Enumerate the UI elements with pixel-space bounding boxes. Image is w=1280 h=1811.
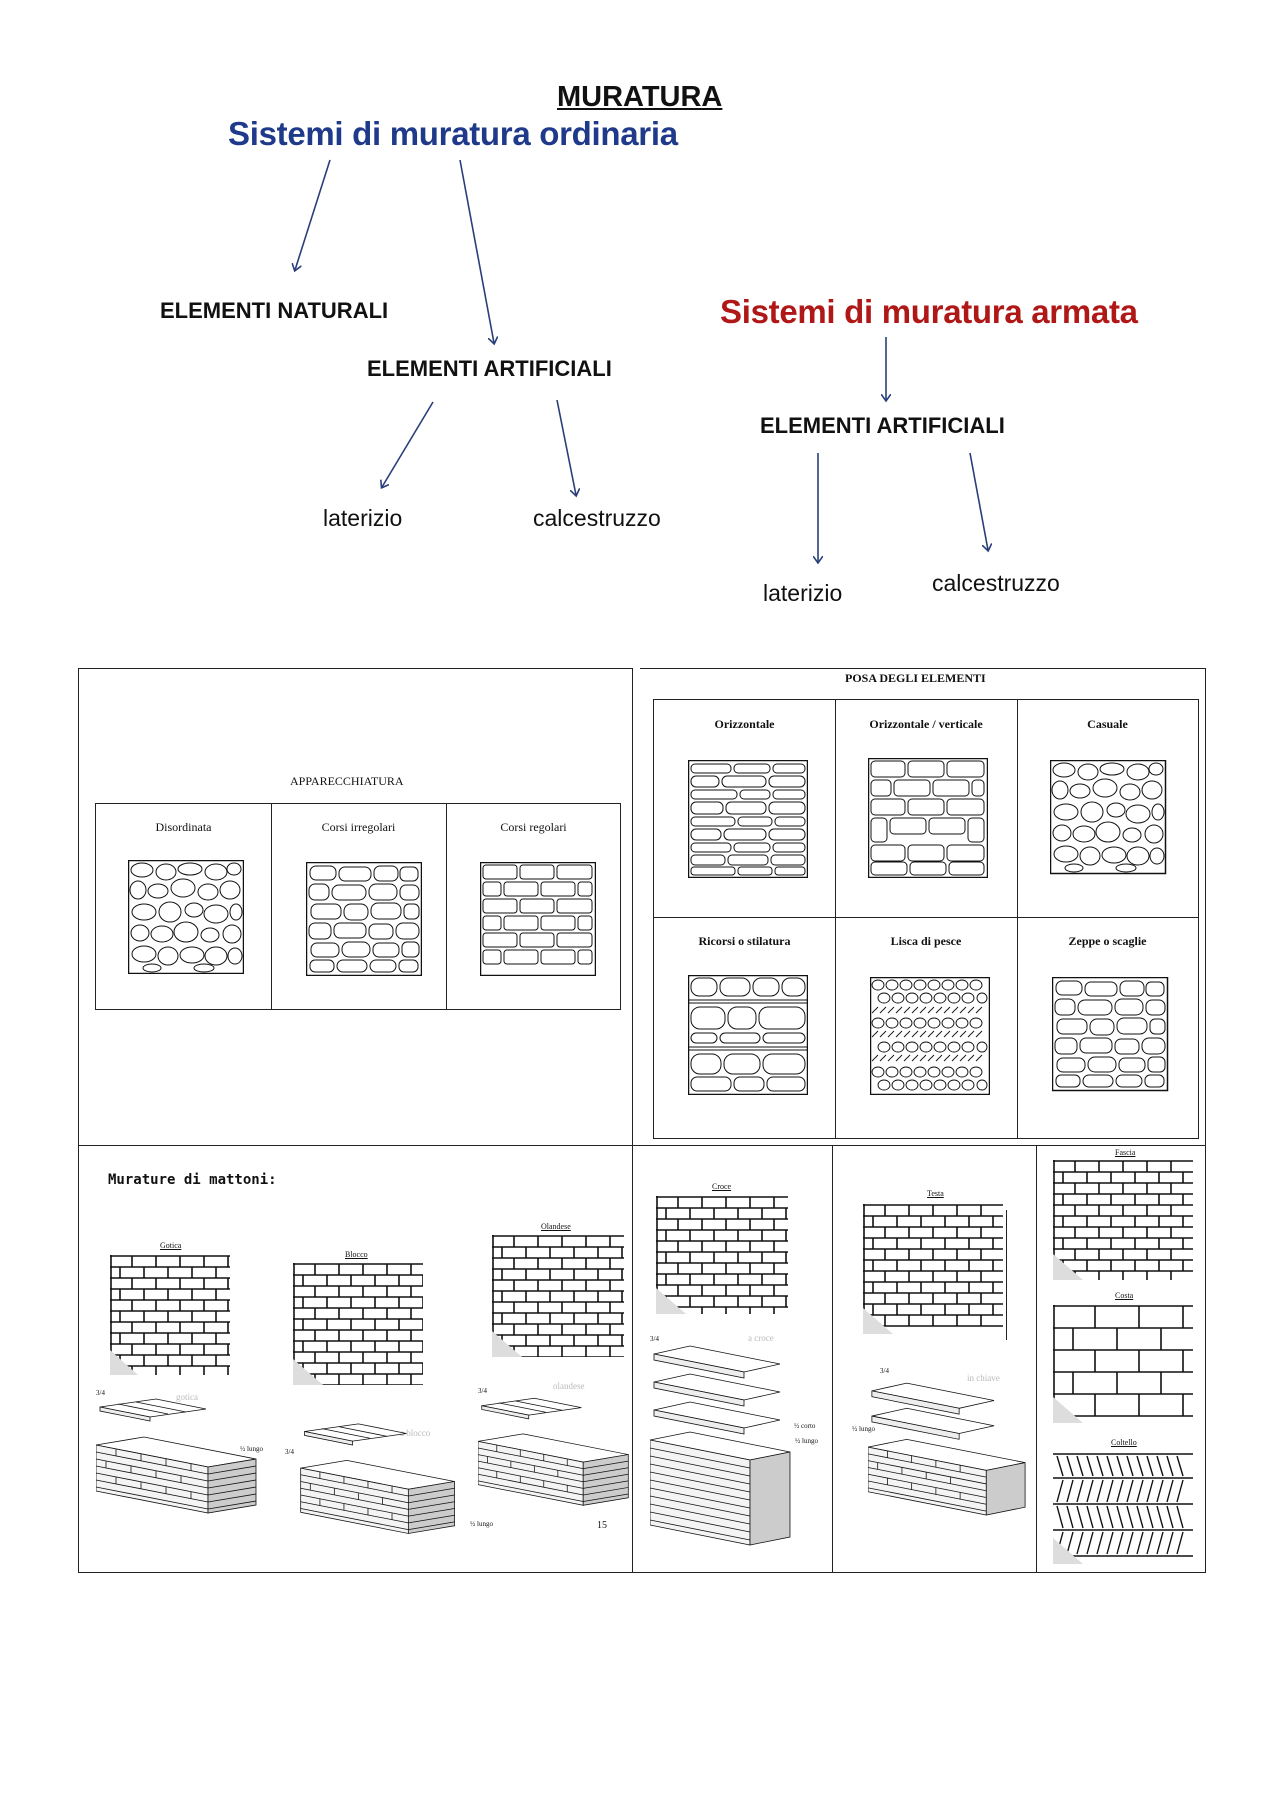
figure-top-rule-right <box>640 668 1206 669</box>
label-gotica: Gotica <box>160 1241 182 1250</box>
label-olandese: Olandese <box>541 1222 571 1231</box>
page-number: 15 <box>597 1520 607 1531</box>
stack-croce <box>650 1345 791 1546</box>
armata-laterizio-label: laterizio <box>763 580 843 606</box>
mattoni-title: Murature di mattoni: <box>108 1172 277 1188</box>
armata-artificiali-label: ELEMENTI ARTIFICIALI <box>760 413 1005 438</box>
ordinaria-calcestruzzo-label: calcestruzzo <box>533 505 661 531</box>
arrow-to-artificiali <box>459 159 494 343</box>
page-title: MURATURA <box>557 81 723 113</box>
cell-label-lisca: Lisca di pesce <box>890 934 962 948</box>
cell-label-orizzontale-verticale: Orizzontale / verticale <box>869 717 983 731</box>
apparecchiatura-table: Disordinata Corsi irregolari Corsi regol… <box>95 803 621 1010</box>
armata-calcestruzzo-label: calcestruzzo <box>932 570 1060 596</box>
cell-label-corsi-regolari: Corsi regolari <box>500 820 567 834</box>
divider-bricks-2 <box>1036 1145 1037 1573</box>
arrow-to-laterizio <box>382 401 434 487</box>
note-lungo-d: ½ lungo <box>852 1425 875 1433</box>
cell-label-corsi-irregolari: Corsi irregolari <box>321 820 396 834</box>
pattern-ricorsi <box>688 975 808 1095</box>
wall-olandese <box>492 1235 624 1357</box>
label-coltello: Coltello <box>1111 1438 1137 1447</box>
faint-croce: a croce <box>748 1333 774 1343</box>
faint-chiave: in chiave <box>967 1373 1000 1383</box>
posa-table: Orizzontale Orizzontale / verticale Casu… <box>653 699 1199 1139</box>
arrow-to-calcestruzzo <box>556 399 576 495</box>
ordinaria-laterizio-label: laterizio <box>323 505 403 531</box>
posa-title: POSA DEGLI ELEMENTI <box>845 671 986 685</box>
pattern-orizzontale-verticale <box>868 758 988 878</box>
note-lungo-a: ½ lungo <box>240 1445 263 1453</box>
wall-croce <box>656 1196 788 1314</box>
stack-olandese <box>478 1397 629 1506</box>
figure-frame <box>78 668 1206 1573</box>
note-3-4-d: 3/4 <box>650 1335 659 1343</box>
wall-costa <box>1053 1305 1193 1423</box>
stack-blocco <box>300 1423 455 1534</box>
cell-label-zeppe: Zeppe o scaglie <box>1068 934 1147 948</box>
wall-testa <box>863 1204 1003 1334</box>
label-fascia: Fascia <box>1115 1148 1136 1157</box>
pattern-orizzontale <box>688 760 808 878</box>
note-3-4-e: 3/4 <box>880 1367 889 1375</box>
horizontal-divider <box>78 1145 1206 1146</box>
stack-testa <box>868 1382 1026 1516</box>
cell-label-ricorsi: Ricorsi o stilatura <box>698 934 791 948</box>
wall-fascia <box>1053 1160 1193 1280</box>
cell-label-orizzontale: Orizzontale <box>714 717 775 731</box>
pattern-zeppe <box>1052 977 1169 1092</box>
pattern-corsi-irregolari <box>306 862 422 976</box>
apparecchiatura-title: APPARECCHIATURA <box>290 774 404 788</box>
ordinaria-heading: Sistemi di muratura ordinaria <box>228 115 678 152</box>
note-3-4-b: 3/4 <box>285 1448 294 1456</box>
faint-blocco: a blocco <box>400 1428 431 1438</box>
stack-gotica <box>96 1398 257 1514</box>
cell-label-disordinata: Disordinata <box>155 820 212 834</box>
divider-bricks-1 <box>832 1145 833 1573</box>
faint-gotica: gotica <box>176 1392 198 1402</box>
faint-olandese: olandese <box>553 1381 585 1391</box>
arrow-armata-calcestruzzo <box>969 452 988 550</box>
wall-coltello <box>1053 1452 1193 1564</box>
ordinaria-artificiali-label: ELEMENTI ARTIFICIALI <box>367 356 612 381</box>
pattern-casuale <box>1050 760 1167 875</box>
pattern-lisca <box>870 977 990 1095</box>
pattern-corsi-regolari <box>480 862 596 976</box>
label-costa: Costa <box>1115 1291 1134 1300</box>
wall-blocco <box>293 1263 423 1385</box>
note-lungo-c: ½ lungo <box>795 1437 818 1445</box>
figure-top-rule <box>78 668 633 669</box>
note-3-4-a: 3/4 <box>96 1389 105 1397</box>
label-blocco: Blocco <box>345 1250 368 1259</box>
note-lungo-b: ½ lungo <box>470 1520 493 1528</box>
wall-gotica <box>110 1255 230 1375</box>
vertical-divider <box>632 668 633 1573</box>
note-corto: ½ corto <box>794 1422 816 1430</box>
label-testa: Testa <box>927 1189 944 1198</box>
armata-heading: Sistemi di muratura armata <box>720 293 1138 330</box>
note-3-4-c: 3/4 <box>478 1387 487 1395</box>
elementi-naturali-label: ELEMENTI NATURALI <box>160 298 389 323</box>
pattern-disordinata <box>128 860 244 974</box>
divider-bricks-2b <box>1006 1210 1007 1340</box>
arrow-to-naturali <box>295 159 331 270</box>
cell-label-casuale: Casuale <box>1087 717 1128 731</box>
diagram-arrows <box>0 159 1280 640</box>
label-croce: Croce <box>712 1182 732 1191</box>
